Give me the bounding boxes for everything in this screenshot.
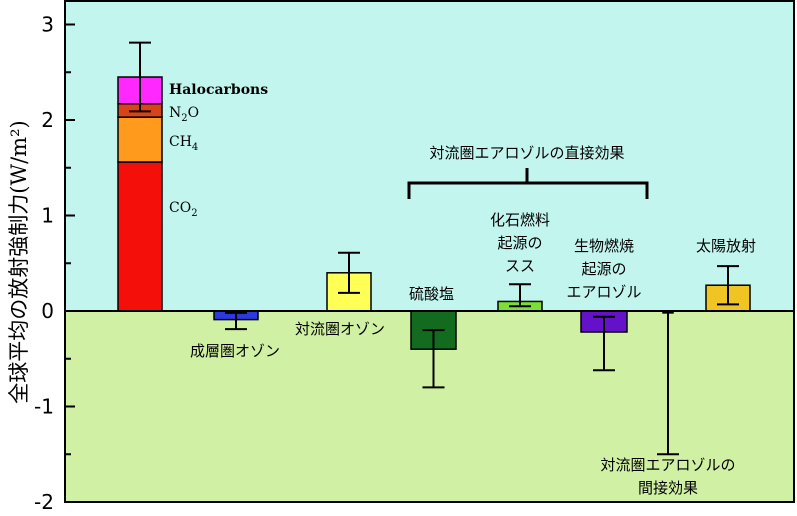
label-ch4: CH4: [169, 134, 198, 153]
label-biomass-3: エアロゾル: [566, 283, 641, 301]
bar-segment-co2: [117, 161, 163, 312]
label-soot-2: 起源の: [497, 234, 542, 252]
bar-segment-ch4: [117, 116, 163, 163]
y-axis-label: 全球平均の放射強制力(W/m²): [7, 120, 31, 403]
plot-frame: [64, 0, 795, 503]
direct-effect-bracket: [407, 168, 649, 199]
positive-region-background: [65, 0, 794, 311]
label-halocarbons: Halocarbons: [169, 82, 268, 98]
y-tick-label: 1: [41, 204, 54, 228]
label-sulfate: 硫酸塩: [409, 285, 454, 303]
label-indirect-1: 対流圏エアロゾルの: [600, 456, 735, 474]
y-tick-label: -2: [34, 490, 54, 514]
label-indirect-2: 間接効果: [638, 479, 698, 497]
y-tick-label: -1: [34, 395, 54, 419]
y-tick-label: 2: [41, 108, 54, 132]
label-soot-3: スス: [505, 257, 535, 275]
label-strat-ozone: 成層圏オゾン: [190, 342, 280, 360]
label-soot-1: 化石燃料: [490, 211, 550, 229]
y-tick-label: 0: [41, 299, 54, 323]
label-trop-ozone: 対流圏オゾン: [295, 320, 385, 338]
label-n2o: N2O: [169, 105, 199, 124]
label-direct-effect: 対流圏エアロゾルの直接効果: [429, 144, 624, 162]
y-axis: -2 -1 0 1 2 3: [34, 0, 795, 514]
label-solar: 太陽放射: [696, 237, 756, 255]
y-tick-label: 3: [41, 13, 54, 37]
label-co2: CO2: [169, 200, 198, 219]
chart-marks: [117, 41, 751, 456]
label-biomass-1: 生物燃焼: [574, 237, 634, 255]
label-biomass-2: 起源の: [581, 260, 626, 278]
